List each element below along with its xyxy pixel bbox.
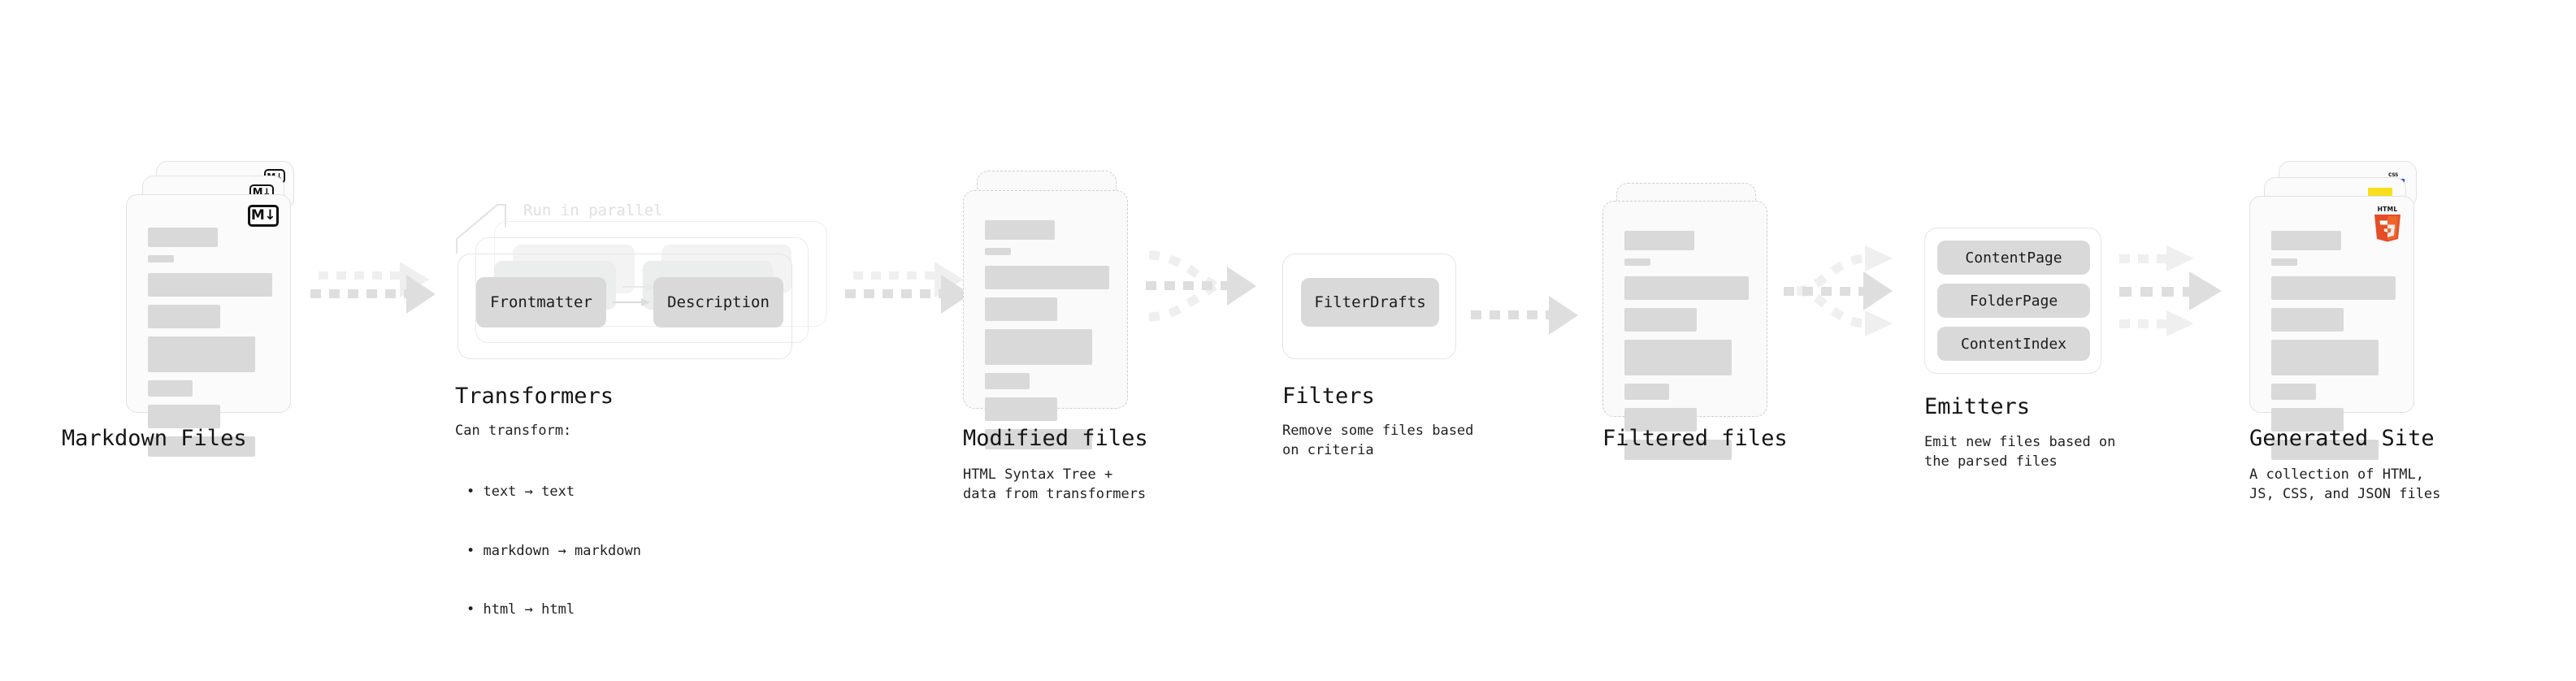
skeleton-line <box>1624 384 1670 400</box>
modified-files-subtitle: HTML Syntax Tree + data from transformer… <box>963 466 1147 503</box>
connector-transformers-to-modified <box>845 262 970 314</box>
transformer-pill-frontmatter[interactable]: Frontmatter <box>476 277 606 327</box>
filter-pill-filterdrafts[interactable]: FilterDrafts <box>1301 278 1439 327</box>
skeleton-line <box>148 405 220 428</box>
transformer-bullet: • html → html <box>466 601 575 618</box>
skeleton-line <box>2271 384 2317 400</box>
skeleton-line <box>985 429 1092 449</box>
skeleton-line <box>148 228 218 247</box>
connector-emitters-to-site <box>2119 245 2222 336</box>
markdown-card-front: M↓ <box>126 194 291 457</box>
stage-title-generated-site: Generated Site <box>2249 426 2435 451</box>
skeleton-line <box>985 248 1012 255</box>
skeleton-line <box>148 273 272 297</box>
stage-title-filtered-files: Filtered files <box>1602 426 1788 451</box>
emitters-subtitle: Emit new files based on the parsed files <box>1924 434 2116 471</box>
transformer-pill-description[interactable]: Description <box>653 277 783 327</box>
filtered-files-stack <box>1602 183 1773 460</box>
transformer-inner-arrow <box>613 298 650 306</box>
modified-card-front <box>963 190 1128 449</box>
stage-title-filters: Filters <box>1282 384 1375 409</box>
skeleton-line <box>2271 340 2379 375</box>
run-in-parallel-label: Run in parallel <box>523 202 663 219</box>
transformer-card-front: Frontmatter Description <box>458 254 792 359</box>
run-in-parallel-bracket <box>456 204 506 254</box>
filtered-card-front <box>1602 201 1767 460</box>
skeleton-line <box>985 297 1057 321</box>
stage-title-emitters: Emitters <box>1924 394 2031 419</box>
transformers-subtitle-heading: Can transform: <box>455 423 572 439</box>
markdown-skeleton-body <box>148 228 272 457</box>
modified-skeleton-body <box>985 220 1109 449</box>
filtered-skeleton-body <box>1624 231 1749 460</box>
connector-filtered-to-emitters <box>1784 245 1893 336</box>
skeleton-line <box>2271 440 2379 460</box>
html5-icon: HTML <box>2374 206 2400 242</box>
filters-subtitle: Remove some files based on criteria <box>1282 423 1474 459</box>
skeleton-line <box>985 329 1092 365</box>
skeleton-line <box>985 266 1109 289</box>
skeleton-line <box>985 397 1057 421</box>
emitter-pill-folderpage[interactable]: FolderPage <box>1937 284 2090 318</box>
skeleton-line <box>2271 258 2298 266</box>
filters-group-box: FilterDrafts <box>1282 254 1456 359</box>
skeleton-line <box>1624 408 1697 432</box>
skeleton-line <box>985 373 1030 389</box>
modified-files-stack <box>963 171 1134 449</box>
markdown-files-stack: M↓ M↓ M↓ <box>126 161 297 457</box>
skeleton-line <box>1624 440 1732 460</box>
skeleton-line <box>148 305 220 328</box>
generated-site-stack: CSS HTML <box>2249 161 2424 460</box>
emitter-pill-contentpage[interactable]: ContentPage <box>1937 241 2090 275</box>
transformer-inner-arrow-ghost <box>622 283 655 291</box>
skeleton-line <box>2271 308 2344 332</box>
svg-text:HTML: HTML <box>2378 206 2398 213</box>
transformer-bullet: • markdown → markdown <box>466 542 641 559</box>
skeleton-line <box>2271 408 2344 432</box>
markdown-icon: M↓ <box>248 205 279 227</box>
connector-modified-to-filters <box>1146 250 1256 322</box>
site-card-html: HTML <box>2249 196 2414 460</box>
skeleton-line <box>148 255 175 262</box>
skeleton-line <box>148 436 255 457</box>
skeleton-line <box>1624 308 1697 332</box>
transformers-stack: Frontmatter Description <box>458 221 831 367</box>
skeleton-line <box>1624 258 1651 266</box>
skeleton-line <box>1624 231 1694 250</box>
skeleton-line <box>148 380 193 397</box>
stage-title-modified-files: Modified files <box>963 426 1148 451</box>
skeleton-line <box>2271 276 2396 300</box>
connector-filters-to-filtered <box>1471 296 1578 335</box>
transformer-bullet: • text → text <box>466 484 575 501</box>
emitter-pill-contentindex[interactable]: ContentIndex <box>1937 327 2090 361</box>
stage-title-transformers: Transformers <box>455 384 614 409</box>
generated-site-subtitle: A collection of HTML, JS, CSS, and JSON … <box>2249 466 2441 503</box>
stage-title-markdown-files: Markdown Files <box>62 426 247 451</box>
skeleton-line <box>1624 276 1749 300</box>
skeleton-line <box>1624 340 1732 375</box>
skeleton-line <box>148 336 255 372</box>
emitters-group-box: ContentPage FolderPage ContentIndex <box>1924 228 2101 374</box>
generated-site-skeleton-body <box>2271 231 2396 460</box>
skeleton-line <box>2271 231 2341 250</box>
transformers-bullet-list: • text → text • markdown → markdown • ht… <box>466 443 641 658</box>
css-icon-label: CSS <box>2388 172 2398 178</box>
skeleton-line <box>985 220 1055 240</box>
connector-markdown-to-transformers <box>310 262 436 314</box>
